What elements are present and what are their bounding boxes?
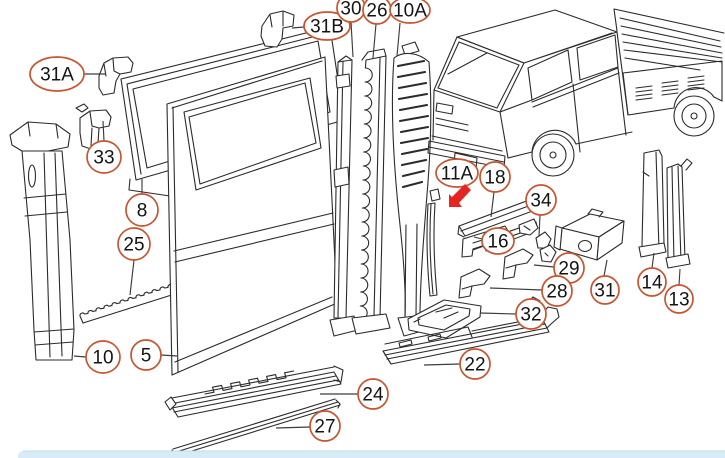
leader-line-14: [651, 252, 655, 269]
leader-line-16: [513, 233, 528, 240]
leader-line-29: [533, 264, 555, 268]
callout-26[interactable]: [362, 0, 392, 25]
callout-18[interactable]: [479, 161, 511, 193]
part-25-serrated-strip: [79, 283, 179, 324]
callout-25[interactable]: [117, 227, 151, 261]
callout-30[interactable]: [336, 0, 366, 23]
leader-line-33: [102, 120, 105, 142]
leader-line-32: [479, 312, 517, 315]
callout-10[interactable]: [85, 340, 121, 374]
part-22-rail: [382, 296, 560, 365]
callout-31A[interactable]: [29, 56, 85, 92]
callout-14[interactable]: [637, 267, 667, 297]
leader-line-31: [603, 259, 608, 277]
part-29-bracket: [502, 248, 534, 280]
callout-34[interactable]: [525, 184, 557, 216]
callout-13[interactable]: [664, 284, 694, 314]
leader-line-22: [423, 363, 461, 366]
leader-line-31B: [291, 26, 305, 29]
part-5-door-panel: [166, 56, 338, 376]
callout-27[interactable]: [309, 410, 341, 442]
leader-line-10A: [396, 22, 401, 57]
leader-line-5: [160, 354, 178, 357]
leader-line-28: [489, 287, 543, 291]
part-33-bracket: [75, 103, 112, 150]
leader-line-10: [73, 355, 87, 358]
part-31B-bracket: [260, 10, 295, 48]
vehicle-illustration: [427, 8, 725, 177]
part-24-sill: [164, 365, 344, 418]
callout-28[interactable]: [541, 275, 573, 307]
leader-line-34: [538, 214, 541, 237]
leader-line-16: [473, 236, 483, 240]
part-11A-strip: [426, 188, 441, 297]
leader-line-13: [678, 268, 681, 286]
callout-16[interactable]: [481, 227, 515, 255]
part-28-bracket: [458, 268, 491, 299]
callout-31[interactable]: [590, 275, 620, 305]
callout-24[interactable]: [357, 378, 389, 410]
leader-line-25: [129, 259, 135, 296]
leader-line-30: [350, 21, 354, 58]
part-10-pillar: [9, 121, 75, 361]
leader-line-18: [490, 191, 495, 218]
part-26-wavy-strip: [351, 48, 391, 335]
part-10A-vented-pillar: [391, 41, 432, 337]
part-14-panel: [638, 149, 667, 258]
leader-lines: [73, 21, 681, 429]
leader-line-26: [372, 23, 377, 59]
footer-bar: [18, 450, 725, 458]
callout-11A[interactable]: [435, 158, 479, 188]
callout-22[interactable]: [459, 348, 491, 380]
part-34-clip: [535, 231, 557, 263]
callout-8[interactable]: [125, 193, 159, 227]
callout-10A[interactable]: [389, 0, 431, 24]
red-arrow-icon: [449, 184, 471, 207]
part-31-bracket: [553, 208, 625, 261]
callout-5[interactable]: [130, 339, 162, 371]
part-32-plate: [407, 299, 482, 339]
callout-32[interactable]: [515, 298, 547, 330]
part-30-rail: [329, 55, 359, 337]
part-13-panel: [665, 158, 693, 269]
callout-31B[interactable]: [303, 11, 351, 41]
callout-33[interactable]: [86, 140, 122, 174]
leader-line-27: [275, 426, 311, 429]
